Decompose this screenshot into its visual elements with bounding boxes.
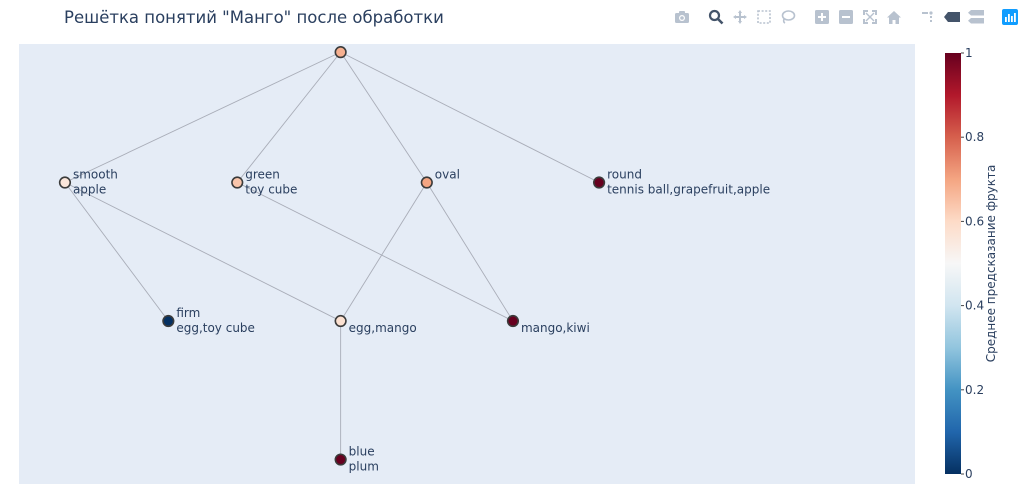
node-label-smooth-bottom: apple [73, 183, 106, 197]
edge-smooth-eggmango [64, 182, 341, 322]
node-label-firm-bottom: egg,toy cube [176, 321, 255, 335]
node-label-green-top: green [245, 168, 280, 182]
lasso-icon[interactable] [776, 6, 800, 28]
hover-closest-icon[interactable] [940, 6, 964, 28]
node-label-mangokiwi-bottom: mango,kiwi [521, 321, 590, 335]
node-firm[interactable] [162, 314, 175, 328]
colorbar-tick-label: 0.2 [965, 383, 984, 397]
node-label-round-top: round [607, 168, 642, 182]
edge-top-round [340, 51, 600, 183]
node-label-blueplum-top: blue [349, 445, 375, 459]
node-blueplum[interactable] [334, 453, 347, 466]
node-oval[interactable] [420, 176, 433, 189]
box-select-icon[interactable] [752, 6, 776, 28]
node-label-green-bottom: toy cube [245, 183, 297, 197]
colorbar-tick-label: 0.8 [965, 130, 984, 144]
colorbar-tick-label: 1 [965, 46, 973, 60]
edge-top-oval [340, 51, 428, 183]
colorbar-tick-label: 0.6 [965, 214, 984, 228]
modebar [670, 6, 1022, 28]
node-smooth[interactable] [58, 176, 72, 189]
autoscale-icon[interactable] [858, 6, 882, 28]
nodes-layer [58, 46, 606, 466]
node-green[interactable] [231, 176, 244, 189]
spike-lines-icon[interactable] [916, 6, 940, 28]
camera-icon[interactable] [670, 6, 694, 28]
node-label-eggmango-bottom: egg,mango [349, 321, 417, 335]
reset-axes-icon[interactable] [882, 6, 906, 28]
zoom-in-icon[interactable] [810, 6, 834, 28]
node-eggmango[interactable] [334, 314, 347, 328]
colorbar-tick-label: 0 [965, 467, 973, 481]
edge-oval-eggmango [340, 182, 428, 322]
colorbar-title: Среднее предсказание фрукта [984, 165, 998, 363]
edge-top-green [236, 51, 341, 183]
hover-compare-icon[interactable] [964, 6, 988, 28]
zoom-icon[interactable] [704, 6, 728, 28]
colorbar-tick-label: 0.4 [965, 299, 984, 313]
edge-green-mangokiwi [237, 182, 514, 322]
pan-icon[interactable] [728, 6, 752, 28]
colorbar-gradient [945, 53, 961, 474]
node-top[interactable] [334, 46, 347, 59]
node-mangokiwi[interactable] [506, 314, 520, 328]
node-label-smooth-top: smooth [73, 168, 118, 182]
node-label-oval-top: oval [435, 168, 460, 182]
node-label-firm-top: firm [176, 306, 200, 320]
node-label-round-bottom: tennis ball,grapefruit,apple [607, 183, 770, 197]
edge-oval-mangokiwi [426, 182, 514, 322]
plot-area[interactable] [19, 44, 915, 484]
edge-smooth-firm [64, 182, 169, 322]
edges-layer [64, 51, 600, 460]
plotly-logo-icon[interactable] [998, 6, 1022, 28]
chart-title: Решётка понятий "Манго" после обработки [64, 8, 444, 27]
zoom-out-icon[interactable] [834, 6, 858, 28]
node-label-blueplum-bottom: plum [349, 460, 379, 474]
edge-top-smooth [64, 51, 341, 183]
node-round[interactable] [593, 176, 606, 189]
